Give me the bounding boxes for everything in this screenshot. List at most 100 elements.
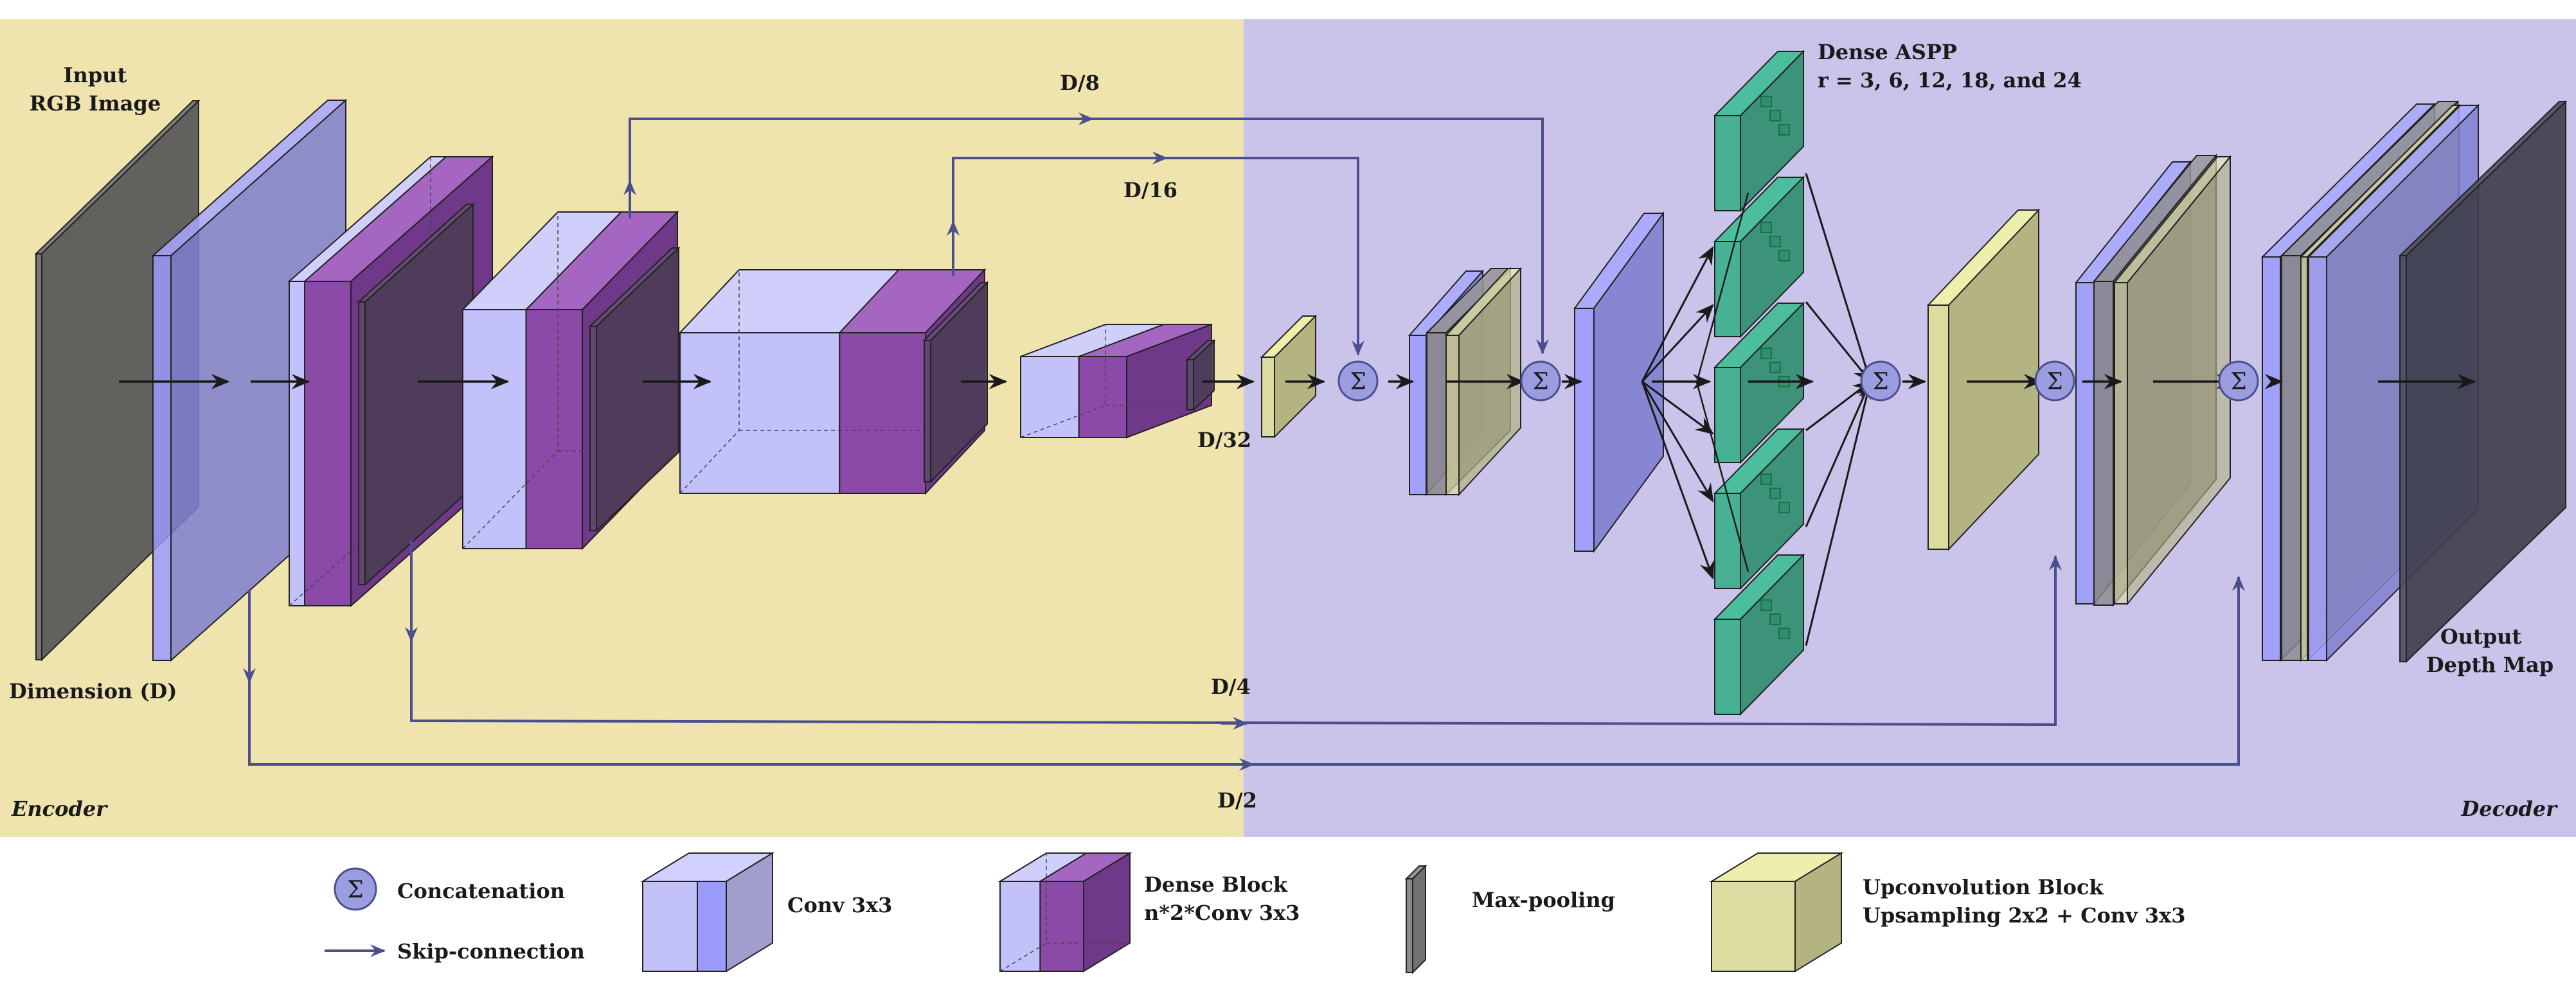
- upconv-block-2: [1926, 208, 2041, 551]
- concat-node-sigma: Σ: [2230, 369, 2246, 395]
- conv-block-dec-2-front: [1574, 308, 1595, 552]
- aspp-fan-out-3: [1641, 380, 1714, 435]
- aspp-branch-5-front: [1714, 619, 1741, 715]
- skip-label-d16: D/16: [1123, 178, 1177, 202]
- skip-label-d32: D/32: [1197, 428, 1251, 452]
- aspp-fan-out-1: [1641, 245, 1714, 382]
- upconv-block-1: [1260, 314, 1318, 439]
- encoder-label: Encoder: [11, 797, 108, 821]
- aspp-kernel-icon: [1760, 599, 1772, 611]
- aspp-fan-in-4: [1805, 380, 1872, 527]
- aspp-branch-2: [1713, 175, 1805, 339]
- aspp-fan-in-1: [1805, 173, 1873, 384]
- pool-dec-3-front: [2093, 281, 2114, 606]
- pool-4: [1185, 339, 1216, 412]
- aspp-kernel-icon: [1760, 222, 1772, 233]
- aspp-branch-2-front: [1714, 241, 1741, 337]
- aspp-fan-in-2: [1805, 301, 1872, 383]
- upconv-block-2-front: [1928, 304, 1949, 550]
- aspp-kernel-icon: [1769, 110, 1781, 121]
- aspp-cross-link: [1695, 382, 1749, 572]
- aspp-branch-5: [1713, 553, 1805, 716]
- skip-connections: [243, 112, 2245, 771]
- legend-conv-cube-icon: [640, 852, 775, 973]
- main-flow-arrows: [119, 173, 2476, 646]
- legend-conv-label: Conv 3x3: [787, 893, 892, 917]
- aspp-kernel-icon: [1769, 236, 1781, 247]
- concat-node-1: [1337, 360, 1379, 401]
- legend-pool-slab-side: [1412, 864, 1426, 975]
- dense-block-4-front-dense: [1078, 356, 1127, 438]
- concat-node-sigma: Σ: [1532, 369, 1548, 395]
- aspp-label-line2: r = 3, 6, 12, 18, and 24: [1818, 68, 2082, 93]
- legend-upconv-cube-front: [1711, 881, 1796, 972]
- concat-node-4: [2034, 360, 2075, 401]
- output-label-line1: Output: [2440, 624, 2522, 649]
- concat-node-sigma: Σ: [2046, 369, 2062, 395]
- input-image-slab-front: [35, 253, 42, 660]
- legend-pool-slab-front: [1406, 878, 1413, 973]
- aspp-fan-in-5: [1805, 380, 1874, 646]
- dense-block-1-front-light: [289, 281, 305, 606]
- conv-block-dec-2: [1573, 211, 1665, 554]
- pool-dec-1-front: [1426, 332, 1447, 495]
- legend: Σ Concatenation Skip-connection Conv 3x3…: [325, 852, 2185, 975]
- output-depth-slab: [2398, 100, 2568, 664]
- conv-block-1-front: [152, 255, 172, 661]
- aspp-cross-link: [1695, 192, 1749, 383]
- pool-2-front: [589, 326, 597, 531]
- skip-label-d4: D/4: [1211, 675, 1251, 699]
- aspp-fan-out-2: [1641, 304, 1714, 383]
- dense-block-4-front-light: [1020, 356, 1080, 438]
- legend-dense-label-line2: n*2*Conv 3x3: [1144, 901, 1300, 925]
- upconv-dec-4-front: [2300, 256, 2308, 661]
- legend-pool-slab: [1404, 864, 1427, 975]
- conv-block-dec-4b-front: [2308, 256, 2327, 661]
- aspp-kernel-icon: [1760, 473, 1772, 485]
- pool-3-front: [924, 340, 931, 482]
- dense-block-2-front-dense: [525, 309, 584, 549]
- aspp-fan-out-5: [1641, 381, 1715, 580]
- aspp-kernel-icon: [1769, 613, 1781, 625]
- aspp-branch-3-front: [1714, 367, 1741, 463]
- upconv-dec-3-back: [2113, 155, 2232, 606]
- concat-node-sigma: Σ: [1872, 369, 1888, 395]
- legend-dense-cube-front-dense: [1039, 881, 1085, 972]
- upconv-dec-1-back-front: [1445, 335, 1460, 495]
- legend-maxpool-icon: [1404, 864, 1427, 975]
- concat-node-3: [1860, 360, 1901, 401]
- output-depth-slab-front: [2399, 255, 2407, 662]
- aspp-kernel-icon: [1778, 250, 1790, 261]
- conv-block-dec-3-front: [2075, 282, 2095, 604]
- decoder-label: Decoder: [2460, 797, 2558, 821]
- aspp-kernel-icon: [1778, 502, 1790, 513]
- pool-4-front: [1186, 359, 1194, 410]
- aspp-branch-3: [1713, 301, 1805, 464]
- legend-upconv-label-line1: Upconvolution Block: [1863, 875, 2104, 899]
- upconv-block-1-front: [1261, 357, 1275, 437]
- dimension-label: Dimension (D): [9, 679, 177, 703]
- skip-label-d2: D/2: [1217, 788, 1257, 813]
- aspp-kernel-icon: [1760, 348, 1772, 359]
- aspp-branch-1-front: [1714, 115, 1741, 211]
- skip-label-d8: D/8: [1060, 71, 1100, 95]
- concat-node-5: [2218, 360, 2259, 401]
- legend-concatenation-label: Concatenation: [397, 879, 565, 903]
- legend-upconv-cube: [1709, 852, 1844, 973]
- dense-block-2-front-light: [462, 309, 527, 549]
- conv-block-dec-1-front: [1409, 335, 1427, 495]
- aspp-kernel-icon: [1760, 96, 1772, 107]
- aspp-kernel-icon: [1778, 628, 1790, 639]
- legend-upconv-label-line2: Upsampling 2x2 + Conv 3x3: [1863, 903, 2185, 928]
- legend-dense-cube-hidden-edges: [999, 853, 1047, 972]
- aspp-branch-4-front: [1714, 493, 1741, 589]
- aspp-fan-out-4: [1641, 381, 1714, 503]
- pool-1: [357, 202, 475, 587]
- pool-3: [922, 281, 989, 484]
- legend-dense-cube: [997, 852, 1132, 973]
- dense-block-4-hidden-edges: [1020, 324, 1106, 438]
- input-label-line2: RGB Image: [30, 91, 161, 116]
